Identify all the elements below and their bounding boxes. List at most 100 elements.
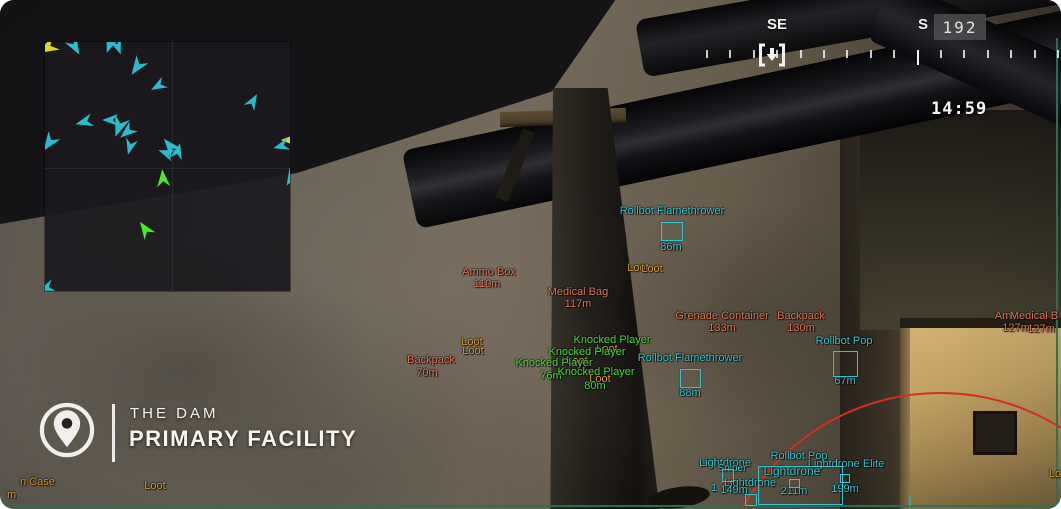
radar-arrow-cyan (151, 76, 168, 90)
esp-label: m (7, 489, 17, 501)
esp-label: 127m (1027, 323, 1055, 335)
esp-label: Am (994, 310, 1012, 322)
esp-label: Lightdrone (724, 477, 776, 489)
esp-label: 117m (564, 298, 592, 310)
esp-label: 86m (660, 241, 682, 253)
esp-label: Loot (596, 343, 618, 355)
compass-tick (917, 50, 919, 65)
esp-label: Loot (462, 345, 484, 357)
esp-label: Backpack (777, 310, 825, 322)
radar-arrow-cyan (64, 42, 80, 55)
esp-label: 130m (787, 322, 815, 334)
radar-arrow-cyan (170, 143, 182, 161)
esp-label: Rollbot Flamethrower (619, 205, 725, 217)
compass-tick (987, 50, 989, 58)
radar-minimap[interactable] (45, 42, 290, 291)
radar-arrow-cyan (106, 42, 121, 54)
esp-label: Medical Bag (547, 286, 609, 298)
esp-target-box (722, 469, 734, 482)
esp-label: Knocked Player (557, 366, 635, 378)
radar-arrow-green (139, 221, 156, 240)
compass-tick (823, 50, 825, 58)
compass-tick (1034, 50, 1036, 58)
esp-label: Lightdrone Elite (807, 458, 885, 470)
esp-target-box (680, 369, 701, 388)
radar-arrow-yellow (45, 42, 60, 54)
wall-above-doorway (860, 110, 1061, 330)
compass-tick (1057, 50, 1059, 58)
location-facility: PRIMARY FACILITY (129, 426, 358, 451)
esp-label: Backpack (407, 354, 455, 366)
compass-bearing-value: 192 (934, 14, 986, 40)
esp-frame-bottom-line (0, 505, 1061, 507)
doorway-lintel (900, 318, 1061, 328)
location-region: THE DAM (130, 405, 219, 422)
minimap-grid-line (45, 168, 290, 169)
esp-target-box (661, 222, 683, 241)
match-timer: 14:59 (931, 99, 988, 119)
radar-arrow-cyan (115, 114, 130, 137)
radar-arrow-cyan (131, 55, 149, 75)
esp-label: 76m (540, 370, 562, 382)
esp-target-box (745, 494, 757, 506)
esp-label: Rollbot Pop (815, 335, 873, 347)
esp-label: Ammo Box (462, 266, 516, 278)
compass-tick (1010, 50, 1012, 58)
esp-label: Loot (589, 373, 611, 385)
esp-label: Knocked Player (548, 346, 626, 358)
esp-target-box (833, 351, 858, 377)
esp-label: Rollbot Flamethrower (637, 352, 743, 364)
esp-label: Medical B (1009, 310, 1059, 322)
esp-label: Loot (144, 480, 166, 492)
compass-tick (753, 50, 755, 58)
esp-label: Lightdrone (763, 464, 821, 478)
esp-label: Rollbot Pop (770, 450, 828, 462)
location-divider (112, 404, 115, 462)
radar-arrow-green (157, 169, 171, 188)
esp-label: 133m (708, 322, 736, 334)
esp-label: 70m (416, 367, 438, 379)
esp-label: Knocked Player (515, 357, 593, 369)
radar-arrow-cyan (75, 113, 95, 127)
radar-arrow-cyan (158, 150, 176, 162)
esp-label: 199m (831, 483, 859, 495)
compass-tick (870, 50, 872, 58)
esp-label: 67m (834, 375, 856, 387)
esp-label: 1 (710, 482, 718, 494)
esp-label: Lo (1048, 468, 1061, 480)
compass-tick (963, 50, 965, 58)
esp-target-box (789, 479, 800, 488)
compass-cardinal-s: S (917, 16, 929, 33)
radar-arrow-cyan (273, 138, 290, 150)
esp-label: Loot (461, 336, 483, 348)
map-pin-icon (39, 402, 95, 458)
esp-label: Loot (627, 262, 649, 274)
esp-label: Grenade Container (675, 310, 769, 322)
compass-tick (940, 50, 942, 58)
esp-label: 110m (473, 278, 501, 290)
compass-tick (706, 50, 708, 58)
radar-arrow-cyan (45, 131, 61, 151)
radar-arrow-cyan (120, 121, 138, 138)
esp-label: Lightdrone (699, 457, 751, 469)
minimap-arrow-layer (45, 42, 290, 291)
cheat-watermark: ARC Raiders | 242 (3, 3, 112, 17)
esp-frame-stub (909, 496, 911, 506)
esp-label: Loot (641, 263, 663, 275)
esp-label: 127m (1002, 322, 1030, 334)
esp-target-box (840, 474, 850, 483)
radar-arrow-cyan (163, 138, 182, 158)
compass-cardinal-se: SE (766, 16, 788, 33)
radar-arrow-cyan (126, 137, 138, 155)
esp-label: n Case (20, 476, 55, 488)
esp-label: 211m (780, 485, 808, 497)
esp-label: Loot (566, 355, 588, 367)
radar-arrow-cyan (102, 114, 118, 126)
radar-arrow-cyan (109, 42, 121, 55)
esp-label: Sniper (717, 463, 747, 474)
minimap-grid-line (172, 42, 173, 291)
esp-frame-right-line (1056, 38, 1058, 507)
compass-marker-down-arrow-icon (759, 43, 785, 67)
